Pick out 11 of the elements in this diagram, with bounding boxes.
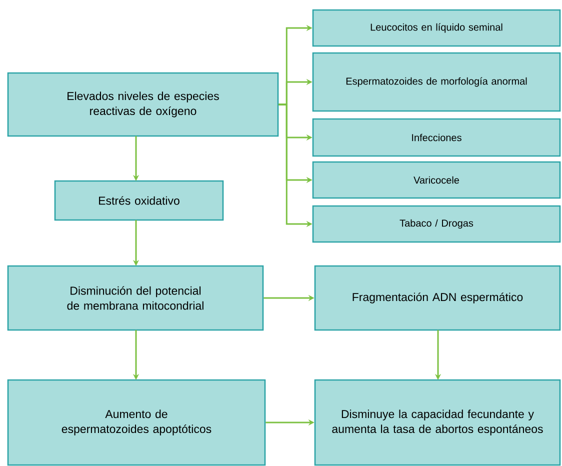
- process-box: Aumento de espermatozoides apoptóticos: [7, 379, 266, 466]
- process-box: Elevados niveles de especies reactivas de oxígeno: [7, 72, 279, 137]
- process-box: Estrés oxidativo: [54, 180, 224, 221]
- process-box: Disminuye la capacidad fecundante y aumenta la tasa de abortos espontáneos: [314, 379, 561, 466]
- process-box: Infecciones: [312, 118, 561, 157]
- process-box: Fragmentación ADN espermático: [314, 265, 561, 331]
- process-box: Disminución del potencial de membrana mitocondrial: [7, 265, 264, 331]
- process-box: Espermatozoides de morfología anormal: [312, 52, 561, 112]
- process-box: Leucocitos en líquido seminal: [312, 9, 561, 47]
- process-box: Varicocele: [312, 161, 561, 199]
- process-box: Tabaco / Drogas: [312, 205, 561, 243]
